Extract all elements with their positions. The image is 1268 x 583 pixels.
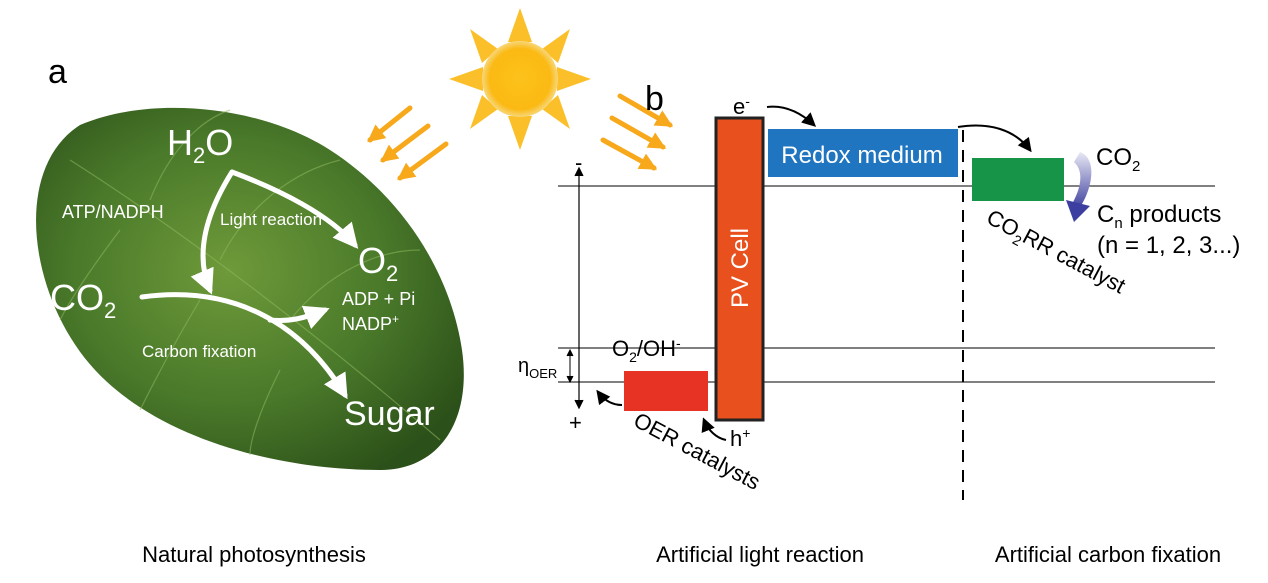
panel-b-label: b — [645, 80, 664, 118]
co2-leaf-label: CO2 — [50, 277, 116, 323]
redox-to-catalyst-arrow — [957, 124, 1032, 153]
o2-oh-label: O2/OH- — [612, 335, 681, 365]
leaf-arrows — [139, 169, 359, 400]
carbon-fixation-label: Carbon fixation — [142, 342, 256, 361]
hole-arrow — [701, 417, 727, 441]
axis-minus: - — [575, 150, 582, 175]
caption-artificial-light: Artificial light reaction — [656, 542, 864, 567]
co2-reduction-arrowhead — [1066, 200, 1090, 222]
adp-recycle-arrow — [267, 305, 330, 330]
panel-a-label: a — [48, 53, 67, 91]
leaf-shape — [36, 107, 464, 471]
caption-natural: Natural photosynthesis — [142, 542, 366, 567]
sun-ray-arrows — [367, 93, 674, 181]
sun-icon — [449, 8, 591, 150]
caption-artificial-carbon: Artificial carbon fixation — [995, 542, 1221, 567]
pv-cell-box — [714, 116, 765, 422]
oer-catalyst-box — [624, 371, 708, 411]
water-down-arrow — [190, 169, 235, 295]
redox-medium-label: Redox medium — [781, 142, 942, 169]
electron-arrows — [596, 105, 1032, 441]
electron-label: e- — [733, 93, 750, 119]
electron-to-redox-arrow — [766, 105, 817, 127]
n-values-label: (n = 1, 2, 3...) — [1097, 232, 1240, 259]
axis-plus: + — [569, 410, 582, 435]
atp-nadph-label: ATP/NADPH — [62, 202, 164, 222]
co2-reduction-arrow — [1072, 152, 1092, 210]
nadp-label: NADP+ — [342, 312, 399, 334]
carbon-fixation-arrow — [139, 292, 348, 400]
o2-label: O2 — [358, 240, 398, 286]
co2-b-label: CO2 — [1096, 144, 1140, 175]
light-reaction-label: Light reaction — [220, 210, 322, 229]
hole-label: h+ — [730, 425, 750, 451]
co2rr-catalyst-box — [972, 158, 1064, 201]
redox-medium-box — [768, 129, 958, 177]
eta-oer-label: ηOER — [518, 355, 557, 381]
pv-cell-label: PV Cell — [727, 228, 754, 308]
sugar-label: Sugar — [344, 395, 435, 433]
h2o-label: H2O — [167, 122, 233, 168]
cn-products-label: Cn products — [1097, 201, 1221, 232]
adp-pi-label: ADP + Pi — [342, 289, 415, 309]
eta-oer-bracket — [566, 348, 574, 384]
potential-axis — [574, 166, 584, 410]
light-reaction-arrow — [229, 169, 359, 249]
oer-arrow — [596, 389, 623, 406]
